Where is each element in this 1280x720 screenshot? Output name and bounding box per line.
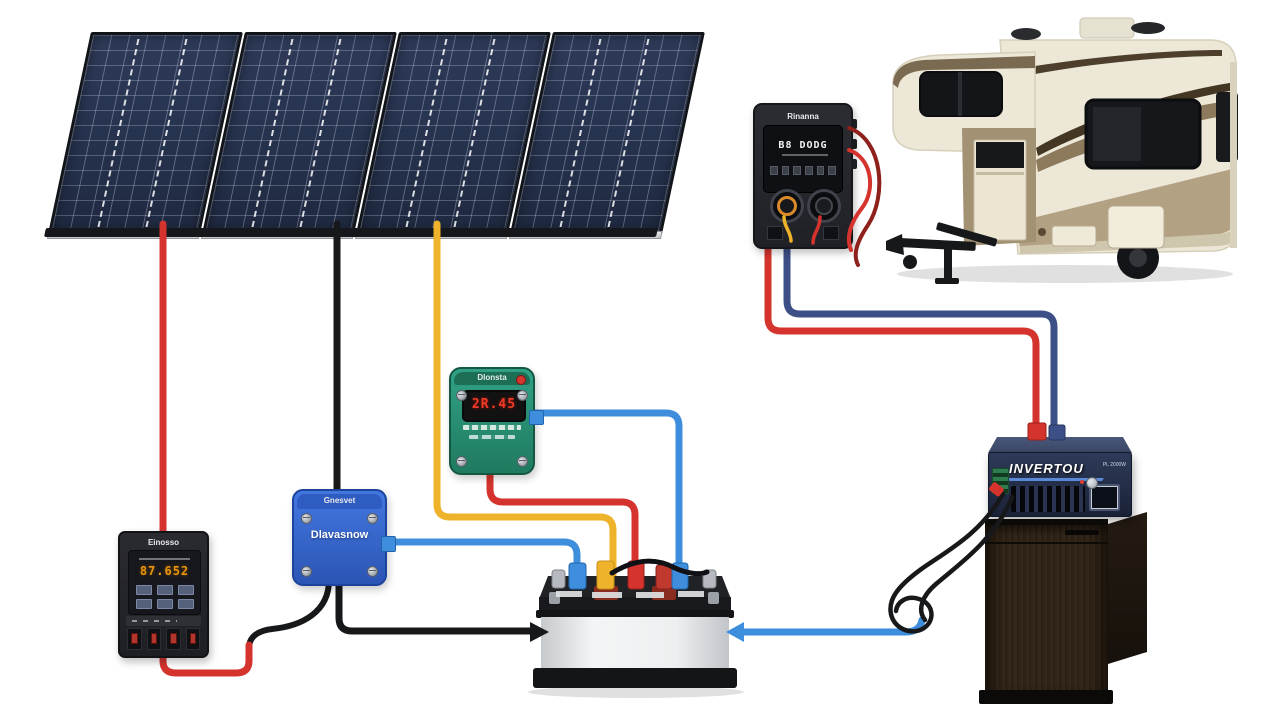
screw-icon — [367, 513, 378, 524]
shunt-monitor-brand: Rinanna — [787, 112, 819, 121]
shunt-port-right — [807, 189, 841, 223]
rv-accent-stripe-top — [1035, 50, 1222, 74]
controller-label-row — [463, 425, 521, 430]
inverter-dial — [1086, 477, 1098, 489]
wire-controller-red-to-battery — [486, 464, 639, 588]
wire-junction-black-to-monitor — [246, 577, 332, 651]
junction-top-band — [297, 494, 382, 509]
shunt-monitor-subtext — [782, 154, 828, 156]
rv-window-glare — [1093, 107, 1141, 161]
screw-icon — [301, 513, 312, 524]
charge-controller: Dlonsta 2R.45 — [449, 367, 544, 475]
fridge-door-seam — [985, 542, 1108, 544]
rv-hitch — [886, 222, 998, 284]
wire-junction-black-to-battery-side — [335, 576, 534, 635]
battery-monitor-readout: 87.652 — [139, 564, 190, 578]
battery-monitor-brand: Einosso — [147, 538, 180, 547]
junction-header: Gnesvet — [323, 496, 356, 505]
rv-camper-illustration — [886, 17, 1238, 284]
screw-icon — [517, 456, 528, 467]
shunt-monitor-readout: B8 DODG — [778, 140, 828, 151]
rv-roof-vent-left — [1011, 28, 1041, 40]
battery-monitor-screen: 87.652 — [128, 550, 201, 615]
junction-label: Dlavasnow — [310, 529, 369, 541]
rv-rear-trim — [1230, 62, 1237, 248]
wire-junction-blue-to-battery — [379, 538, 581, 588]
inverter-badge: PL 2000W — [1102, 462, 1126, 468]
wire-controller-blue-to-battery — [527, 409, 683, 588]
screw-icon — [456, 456, 467, 467]
inverter-top-face — [988, 437, 1132, 453]
fridge-handle — [1065, 530, 1099, 535]
controller-status-led — [516, 375, 526, 385]
shunt-monitor-screen: B8 DODG — [763, 125, 843, 193]
inverter-label: INVERTOU — [1009, 461, 1084, 476]
battery-monitor-terminals — [127, 628, 200, 650]
screw-icon — [301, 566, 312, 577]
shunt-jumper-yellow — [782, 215, 793, 243]
battery-monitor-subtext — [139, 558, 190, 560]
rv-compartment-door-large — [1107, 205, 1165, 249]
rv-compartment-door-small — [1051, 225, 1097, 247]
fridge-side-panel — [1108, 512, 1147, 664]
controller-brand: Dlonsta — [477, 373, 507, 382]
power-inverter: INVERTOU PL 2000W — [988, 437, 1132, 517]
inverter-front-face: INVERTOU PL 2000W — [988, 452, 1132, 517]
shunt-internal-wires — [782, 215, 822, 245]
wire-shunt-navy-to-inverter — [783, 234, 1058, 446]
fridge-base — [979, 690, 1113, 704]
junction-blue-connector — [381, 536, 396, 552]
rv-cabover-roof-stripe — [893, 56, 1035, 88]
screw-icon — [367, 566, 378, 577]
inverter-vents — [1011, 486, 1085, 512]
rv-cabover-window-mullion — [958, 72, 962, 116]
inverter-power-led — [1080, 480, 1084, 484]
shunt-terminal — [767, 226, 783, 240]
rv-wheel-hub — [1129, 249, 1147, 267]
inverter-terminal-block — [992, 468, 1009, 494]
screw-icon — [517, 390, 528, 401]
battery-monitor: Einosso 87.652 — [118, 531, 209, 658]
battery-monitor-divider — [126, 616, 201, 626]
controller-top-band — [454, 372, 530, 385]
junction-box: Gnesvet Dlavasnow — [292, 489, 396, 586]
controller-blue-connector — [529, 410, 544, 425]
rv-door-line — [976, 172, 1024, 175]
rv-fuel-cap — [1038, 228, 1046, 236]
shunt-monitor-buttons — [769, 166, 837, 175]
shunt-jumper-red — [811, 215, 822, 245]
rv-door-window — [976, 142, 1024, 168]
wire-monitor-red-loop — [159, 641, 253, 677]
shunt-port-left — [770, 189, 804, 223]
wire-shunt-red-to-inverter — [764, 234, 1040, 446]
shunt-terminal — [823, 226, 839, 240]
battery-monitor-buttons — [136, 585, 194, 609]
fridge-door — [985, 519, 1108, 703]
controller-readout: 2R.45 — [462, 390, 526, 422]
wire-battery-blue-to-load — [740, 616, 926, 636]
mini-fridge — [979, 504, 1147, 704]
screw-icon — [456, 390, 467, 401]
wire-solar-yellow-to-battery — [433, 220, 617, 588]
controller-button-row — [469, 435, 515, 439]
battery-shunt-monitor: Rinanna B8 DODG — [753, 103, 857, 249]
rv-roof-vent-right — [1131, 22, 1165, 34]
